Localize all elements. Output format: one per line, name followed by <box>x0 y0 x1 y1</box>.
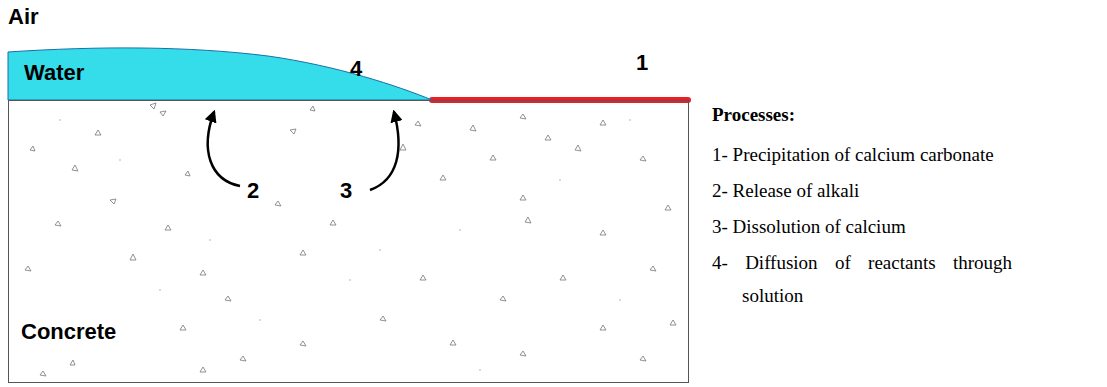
water-region: Water <box>8 46 434 102</box>
process-item: 2- Release of alkali <box>712 174 1012 207</box>
process-item: 1- Precipitation of calcium carbonate <box>712 138 1012 171</box>
process-item: 3- Dissolution of calcium <box>712 210 1012 243</box>
legend-heading: Processes: <box>712 104 795 126</box>
region-label: Concrete <box>21 319 116 345</box>
process-item: 4- Diffusion of reactants through soluti… <box>712 246 1012 312</box>
callout-number: 1 <box>636 50 648 76</box>
callout-number: 4 <box>350 56 362 82</box>
callout-number: 3 <box>340 178 352 204</box>
concrete-block: Concrete <box>8 100 689 383</box>
calcium-dissolution-arrow <box>370 112 399 190</box>
callout-number: 2 <box>247 178 259 204</box>
medium-label: Air <box>8 4 39 30</box>
sand-dots <box>59 119 631 371</box>
region-label: Water <box>24 60 84 86</box>
alkali-release-arrow <box>208 112 240 186</box>
aggregate-pattern <box>25 103 676 376</box>
